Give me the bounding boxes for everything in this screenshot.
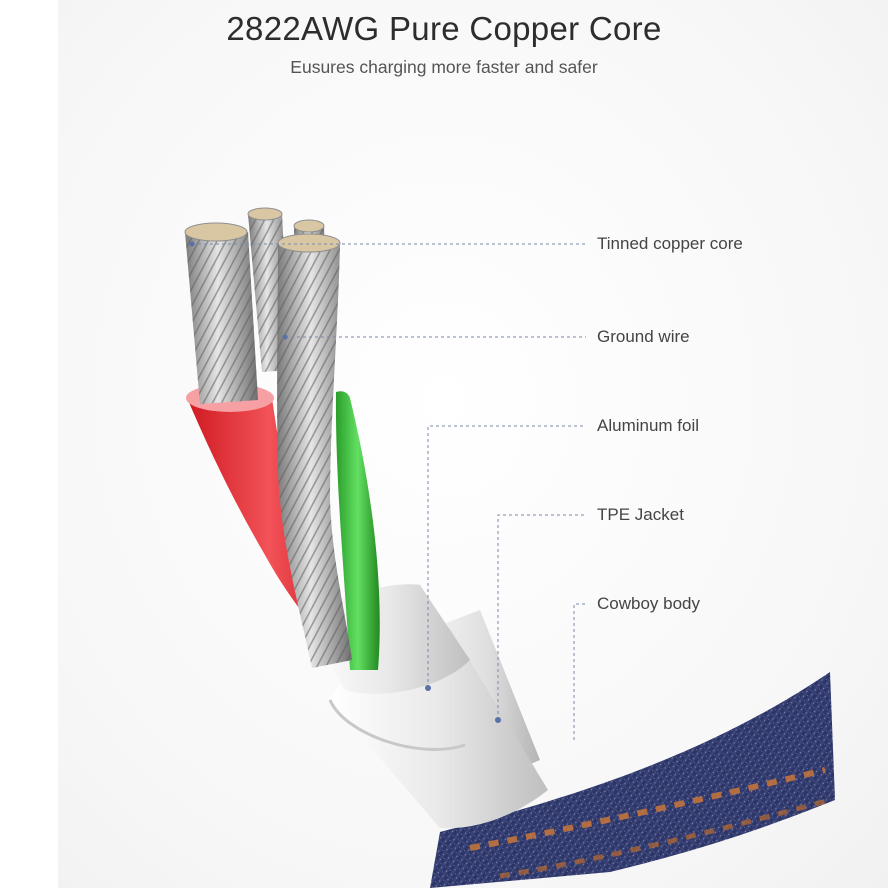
callout-anchor-dots xyxy=(189,241,501,723)
callout-cowboy-body: Cowboy body xyxy=(597,594,701,613)
cowboy-body-shape xyxy=(430,672,835,888)
callout-ground-wire: Ground wire xyxy=(597,327,690,346)
page-title: 2822AWG Pure Copper Core xyxy=(226,10,662,47)
page-subtitle: Eusures charging more faster and safer xyxy=(290,57,598,77)
copper-strands xyxy=(184,207,352,668)
leader-tpe-jacket xyxy=(497,514,586,720)
left-margin xyxy=(0,0,58,888)
callout-tinned-copper-core: Tinned copper core xyxy=(597,234,743,253)
leader-aluminum-foil xyxy=(427,425,586,688)
leader-cowboy-body xyxy=(573,603,586,740)
callout-aluminum-foil: Aluminum foil xyxy=(597,416,700,435)
aluminum-foil-shape xyxy=(305,584,470,694)
callout-tpe-jacket: TPE Jacket xyxy=(597,505,684,524)
green-conductor xyxy=(335,391,380,670)
callout-leader-lines xyxy=(192,243,586,740)
